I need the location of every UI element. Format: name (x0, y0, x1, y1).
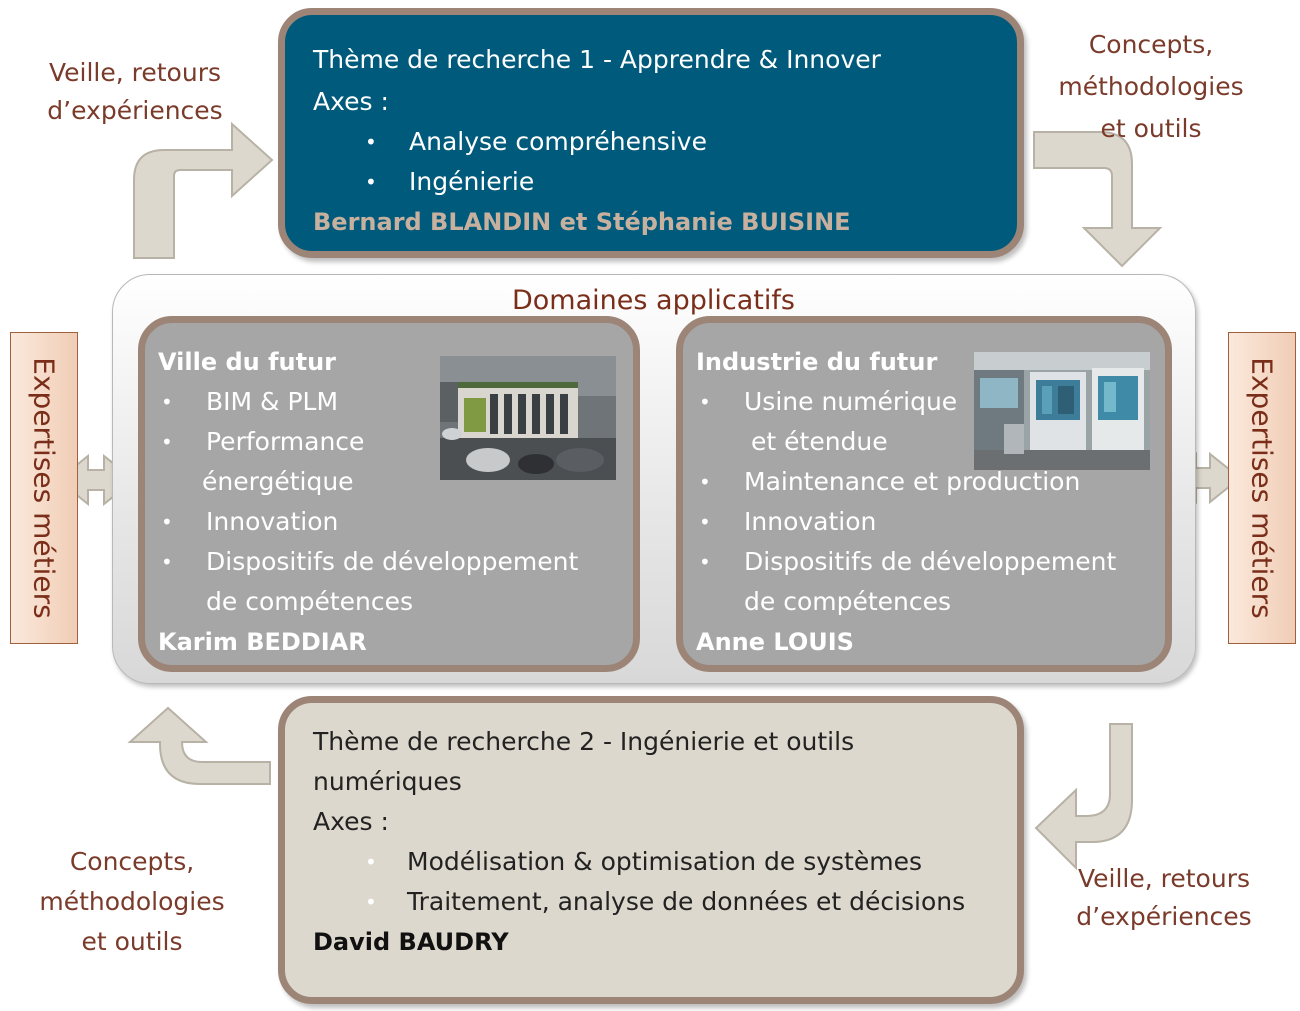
bullet-icon: • (699, 470, 711, 494)
arrow-up-right-icon (133, 121, 274, 259)
bullet-icon: • (365, 170, 377, 194)
bullet-icon: • (365, 130, 377, 154)
caption-line: Concepts, (1088, 30, 1214, 59)
expertises-left: Expertises métiers (10, 332, 78, 644)
industrie-title: Industrie du futur (696, 348, 938, 376)
theme1-axes-label: Axes : (313, 87, 389, 116)
building-photo (440, 356, 616, 480)
expertises-right: Expertises métiers (1228, 332, 1296, 644)
ville-item: Dispositifs de développement (206, 547, 579, 576)
industrie-item: Innovation (744, 507, 877, 536)
caption-line: et outils (1100, 114, 1202, 143)
industrie-item: Maintenance et production (744, 467, 1081, 496)
ville-item: énergétique (202, 467, 354, 496)
industrie-item: Usine numérique (744, 387, 958, 416)
caption-line: Concepts, (69, 847, 195, 876)
caption-bottom-right: Veille, retours d’expériences (1066, 860, 1262, 936)
arrow-right-down-icon (1033, 131, 1163, 268)
caption-top-right: Concepts, méthodologies et outils (1046, 24, 1256, 150)
ville-item: Innovation (206, 507, 339, 536)
theme2-title-line1: Thème de recherche 2 - Ingénierie et out… (313, 727, 855, 756)
theme2-axes-label: Axes : (313, 807, 389, 836)
arrow-left-up-icon (127, 706, 271, 785)
factory-photo (974, 352, 1150, 470)
theme1-axis-2: Ingénierie (409, 167, 535, 196)
bullet-icon: • (365, 890, 377, 914)
domaines-title: Domaines applicatifs (512, 285, 795, 316)
theme2-box: Thème de recherche 2 - Ingénierie et out… (278, 696, 1024, 1004)
bullet-icon: • (161, 390, 173, 414)
ville-leader: Karim BEDDIAR (158, 628, 367, 656)
arrow-down-left-icon (1034, 723, 1133, 871)
bullet-icon: • (365, 850, 377, 874)
caption-line: méthodologies (39, 887, 225, 916)
ville-item: de compétences (206, 587, 414, 616)
theme1-box: Thème de recherche 1 - Apprendre & Innov… (278, 8, 1024, 258)
industrie-item: Dispositifs de développement (744, 547, 1117, 576)
industrie-leader: Anne LOUIS (696, 628, 854, 656)
caption-bottom-left: Concepts, méthodologies et outils (24, 842, 240, 962)
bullet-icon: • (161, 510, 173, 534)
ville-item: Performance (206, 427, 365, 456)
theme2-axis-2: Traitement, analyse de données et décisi… (407, 887, 966, 916)
theme2-title-line2: numériques (313, 767, 462, 796)
bullet-icon: • (161, 550, 173, 574)
theme1-axis-1: Analyse compréhensive (409, 127, 707, 156)
bullet-icon: • (699, 550, 711, 574)
caption-line: Veille, retours (1077, 864, 1250, 893)
bullet-icon: • (699, 390, 711, 414)
theme2-leads: David BAUDRY (313, 928, 509, 956)
expertises-left-label: Expertises métiers (27, 357, 61, 619)
ville-item: BIM & PLM (206, 387, 339, 416)
industrie-item: de compétences (744, 587, 952, 616)
theme1-title: Thème de recherche 1 - Apprendre & Innov… (313, 45, 881, 74)
theme2-axis-1: Modélisation & optimisation de systèmes (407, 847, 923, 876)
expertises-right-label: Expertises métiers (1245, 357, 1279, 619)
ville-title: Ville du futur (158, 348, 337, 376)
caption-line: d’expériences (47, 96, 223, 125)
caption-line: et outils (81, 927, 183, 956)
caption-line: Veille, retours (48, 58, 221, 87)
bullet-icon: • (699, 510, 711, 534)
industrie-item: et étendue (751, 427, 888, 456)
caption-line: méthodologies (1058, 72, 1244, 101)
caption-line: d’expériences (1076, 902, 1252, 931)
bullet-icon: • (161, 430, 173, 454)
caption-top-left: Veille, retours d’expériences (40, 54, 230, 130)
theme1-leads: Bernard BLANDIN et Stéphanie BUISINE (313, 208, 851, 236)
